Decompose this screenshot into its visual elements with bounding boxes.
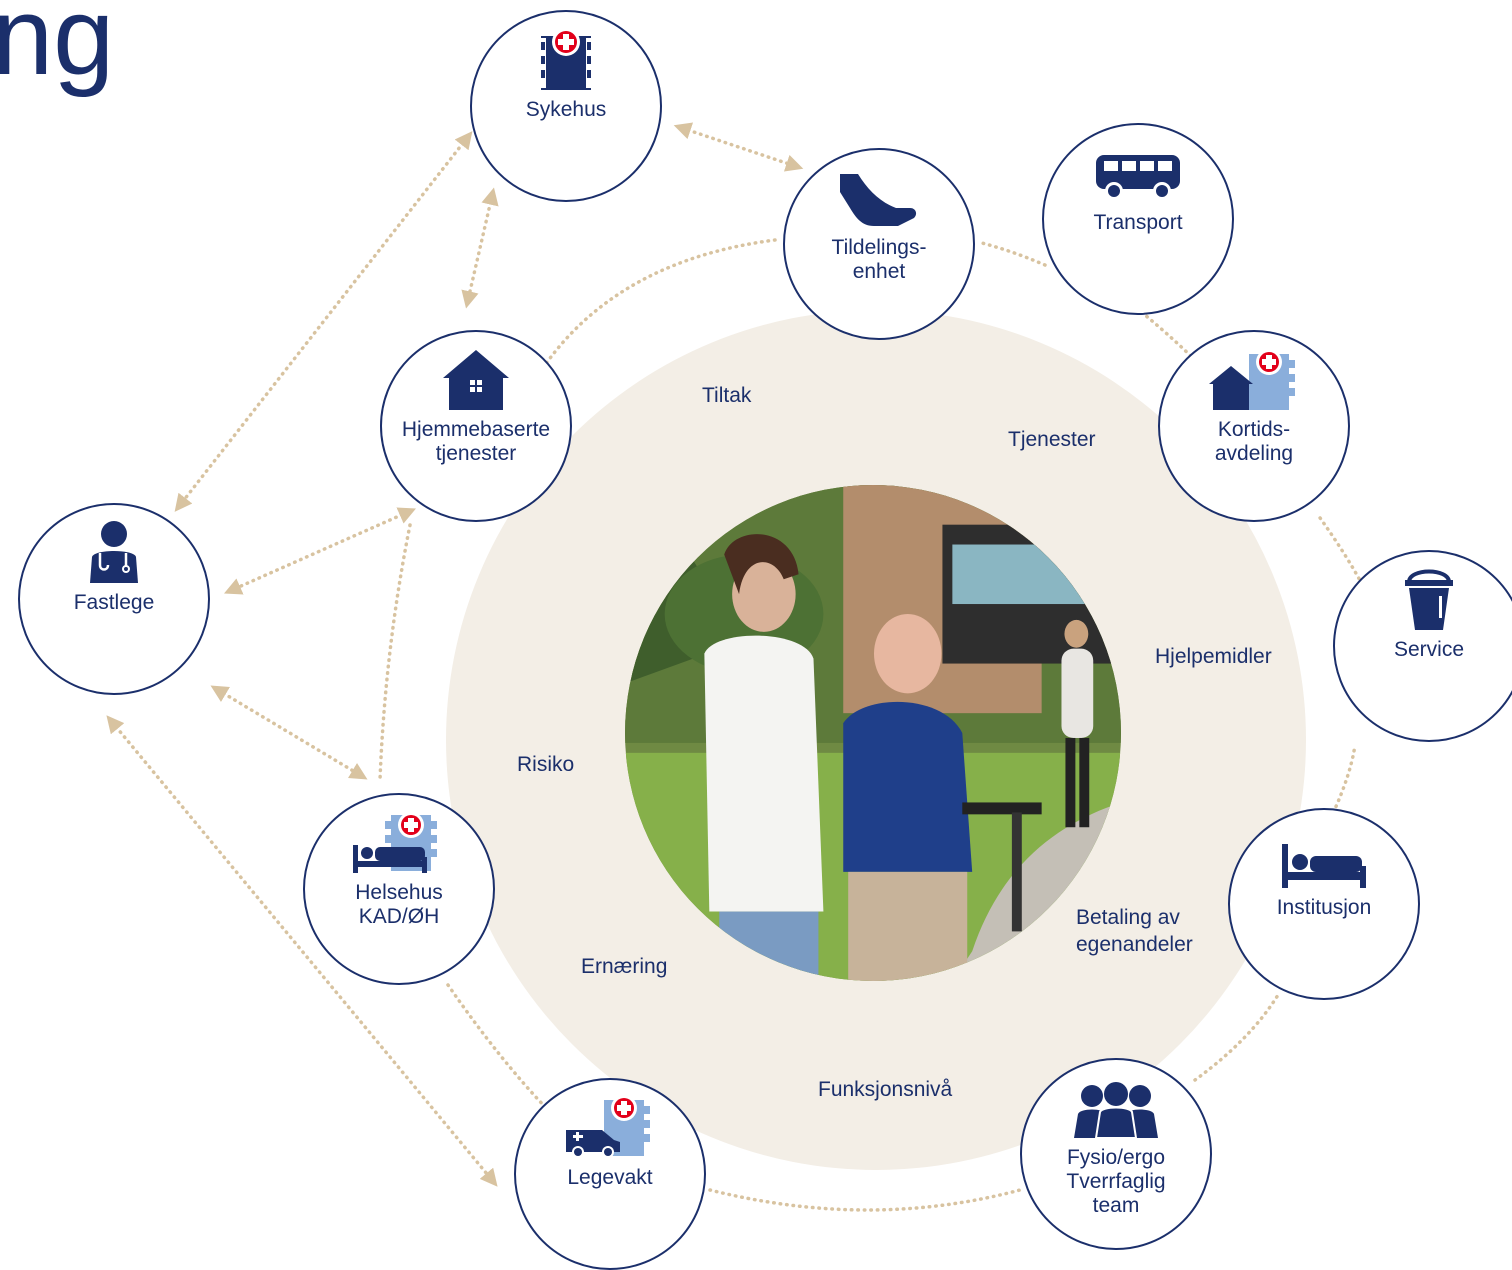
- house-hospital-icon: [1204, 332, 1304, 410]
- node-label: Institusjon: [1276, 896, 1372, 919]
- arc-fysio-institusjon: [1193, 993, 1280, 1082]
- node-label: Legevakt: [567, 1166, 653, 1189]
- node-helsehus[interactable]: Helsehus KAD/ØH: [303, 793, 495, 985]
- node-label: Helsehus KAD/ØH: [355, 881, 443, 928]
- ring-label-tiltak: Tiltak: [702, 384, 752, 407]
- arc-institusjon-service: [1323, 743, 1357, 832]
- node-kortids[interactable]: Kortids- avdeling: [1158, 330, 1350, 522]
- node-tildeling[interactable]: Tildelings- enhet: [783, 148, 975, 340]
- node-legevakt[interactable]: Legevakt: [514, 1078, 706, 1270]
- bed-icon: [1274, 810, 1374, 888]
- arc-transport-tildeling: [976, 240, 1047, 267]
- node-fastlege[interactable]: Fastlege: [18, 503, 210, 695]
- node-sykehus[interactable]: Sykehus: [470, 10, 662, 202]
- arc-tildeling-hjemme: [543, 238, 777, 367]
- node-label: Tildelings- enhet: [831, 236, 927, 283]
- doctor-icon: [64, 505, 164, 583]
- arc-helsehus-legevakt: [446, 983, 550, 1112]
- link-sykehus-fastlege: [174, 131, 473, 512]
- team-icon: [1066, 1060, 1166, 1138]
- link-sykehus-tildeling: [673, 122, 804, 172]
- ring-label-ernaering: Ernæring: [581, 955, 668, 978]
- node-label: Kortids- avdeling: [1214, 418, 1294, 465]
- bus-icon: [1088, 125, 1188, 203]
- ring-label-tjenester: Tjenester: [1008, 428, 1096, 451]
- arc-legevakt-fysio: [708, 1188, 1022, 1212]
- link-hjemme-fastlege: [224, 507, 416, 595]
- link-fastlege-helsehus: [210, 685, 368, 780]
- ring-label-betaling: Betaling av egenandeler: [1076, 906, 1193, 956]
- link-fastlege-legevakt: [106, 715, 498, 1187]
- ring-label-hjelpemidler: Hjelpemidler: [1155, 645, 1272, 668]
- node-service[interactable]: Service: [1333, 550, 1512, 742]
- node-label: Sykehus: [525, 98, 607, 121]
- node-fysio[interactable]: Fysio/ergo Tverrfaglig team: [1020, 1058, 1212, 1250]
- node-hjemme[interactable]: Hjemmebaserte tjenester: [380, 330, 572, 522]
- bed-hospital-icon: [349, 795, 449, 873]
- link-sykehus-hjemme: [461, 187, 499, 309]
- ambulance-hospital-icon: [560, 1080, 660, 1158]
- node-label: Fastlege: [73, 591, 155, 614]
- node-label: Service: [1393, 638, 1465, 661]
- ring-label-funksjonsniva: Funksjonsnivå: [818, 1078, 953, 1101]
- node-label: Hjemmebaserte tjenester: [401, 418, 551, 465]
- house-icon: [426, 332, 526, 410]
- arc-service-kortids: [1316, 513, 1367, 592]
- ring-label-risiko: Risiko: [517, 753, 575, 776]
- bucket-icon: [1379, 552, 1479, 630]
- node-label: Transport: [1093, 211, 1183, 234]
- node-transport[interactable]: Transport: [1042, 123, 1234, 315]
- node-label: Fysio/ergo Tverrfaglig team: [1066, 1146, 1166, 1217]
- page-title: ng: [0, 0, 115, 98]
- arc-hjemme-helsehus: [378, 523, 412, 782]
- hand-icon: [829, 150, 929, 228]
- hospital-icon: [516, 12, 616, 90]
- center-photo: [625, 485, 1121, 981]
- node-institusjon[interactable]: Institusjon: [1228, 808, 1420, 1000]
